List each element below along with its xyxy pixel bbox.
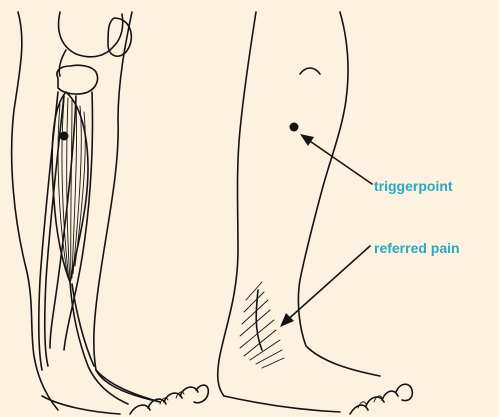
referred-pain-area [240,282,284,368]
tibia-head [57,65,98,94]
trigger-point-dot [290,123,299,132]
referred-pain-arrow [280,246,370,327]
left-foot-top [96,370,160,402]
referred-pain-label: referred pain [374,240,460,256]
right-toes [350,384,412,414]
triggerpoint-label: triggerpoint [374,178,453,194]
tibia-shaft-front [64,92,92,350]
tendon [70,282,128,404]
fibula [39,92,58,370]
left-leg-outline-front [94,12,160,402]
right-leg-outline-front [298,12,380,376]
anatomical-leg [12,12,209,414]
right-leg-outline-back [218,12,256,396]
surface-leg [218,12,413,414]
right-foot-sole [224,396,340,412]
trigger-point-dot-muscle [60,132,69,141]
knee-joint-outline [59,50,66,76]
knee-crease [300,68,320,74]
left-toes [130,385,208,414]
